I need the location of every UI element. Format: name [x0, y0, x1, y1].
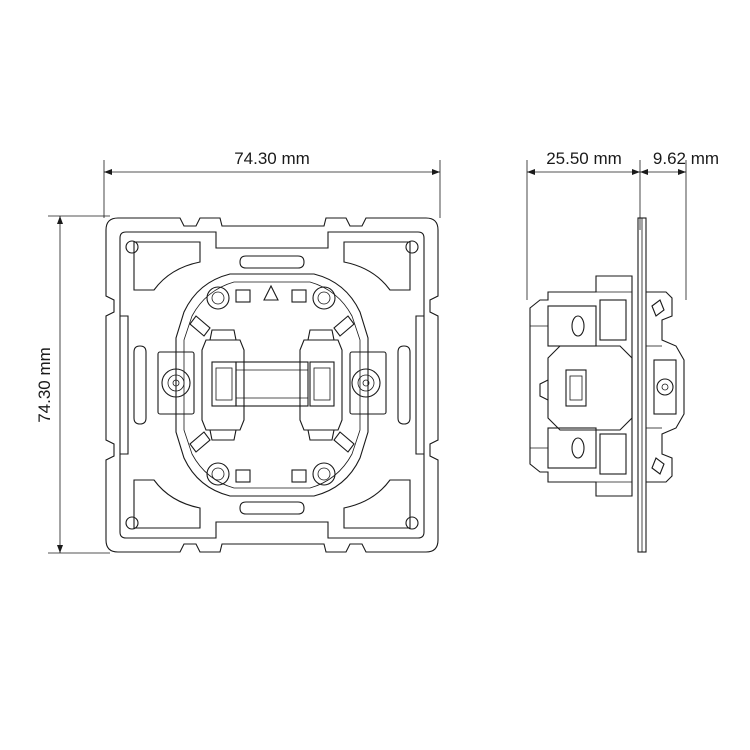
side-depth-back-label: 25.50 mm: [546, 149, 622, 168]
front-height-dimension: 74.30 mm: [35, 215, 110, 554]
side-depth-front-label: 9.62 mm: [653, 149, 719, 168]
front-view-mechanism-body: [157, 273, 387, 497]
side-depth-dimension: 25.50 mm 9.62 mm: [526, 149, 719, 300]
front-height-label: 74.30 mm: [35, 347, 54, 423]
side-view-mechanism: [529, 217, 685, 553]
front-width-label: 74.30 mm: [234, 149, 310, 168]
front-width-dimension: 74.30 mm: [103, 149, 441, 218]
front-view-mounting-frame: [105, 217, 439, 553]
